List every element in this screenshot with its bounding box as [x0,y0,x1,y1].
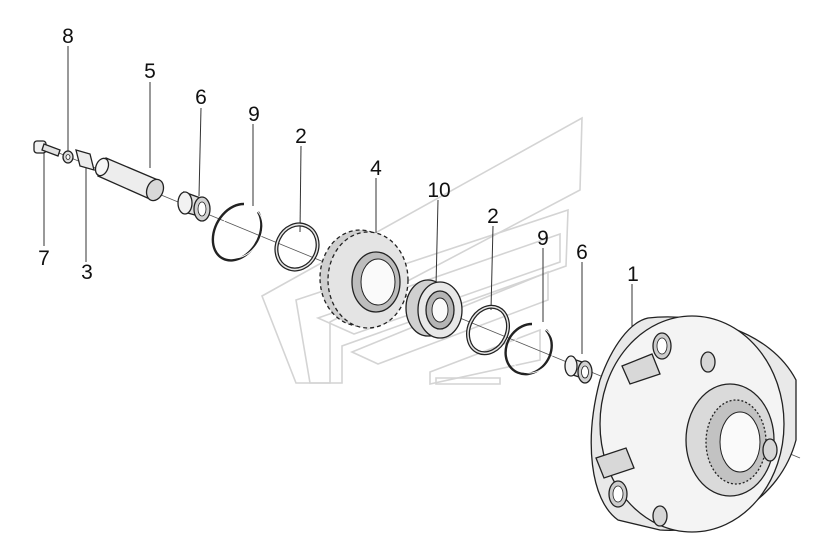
callout-6-left: 6 [195,86,207,109]
callout-5: 5 [144,60,156,83]
part-9-snap-ring-left [211,202,264,262]
part-10-bearing [405,279,463,339]
part-1-carrier-housing [590,315,797,533]
part-5-pin [94,157,165,202]
part-2-ring-right [466,304,510,356]
part-6-bushing-right [564,355,593,384]
callout-9-left: 9 [248,103,260,126]
part-7-bolt [33,140,61,157]
callout-3: 3 [81,261,93,284]
callout-2-right: 2 [487,205,499,228]
part-8-washer [62,150,74,164]
part-4-planet-gear [319,229,409,329]
callout-7: 7 [38,247,50,270]
callout-4: 4 [370,157,382,180]
callout-labels: 8 5 6 9 2 4 10 2 9 6 1 7 3 [38,25,639,286]
part-2-ring-left [274,222,320,272]
callout-1: 1 [627,263,639,286]
part-9-snap-ring-right [504,322,555,376]
part-6-bushing-left [177,191,211,222]
callout-6-right: 6 [576,241,588,264]
callout-8: 8 [62,25,74,48]
callout-10: 10 [427,179,450,202]
callout-9-right: 9 [537,227,549,250]
part-3-lock-plate [75,149,95,171]
watermark-logo [261,116,583,385]
leader-lines [43,46,633,410]
callout-2-left: 2 [295,125,307,148]
